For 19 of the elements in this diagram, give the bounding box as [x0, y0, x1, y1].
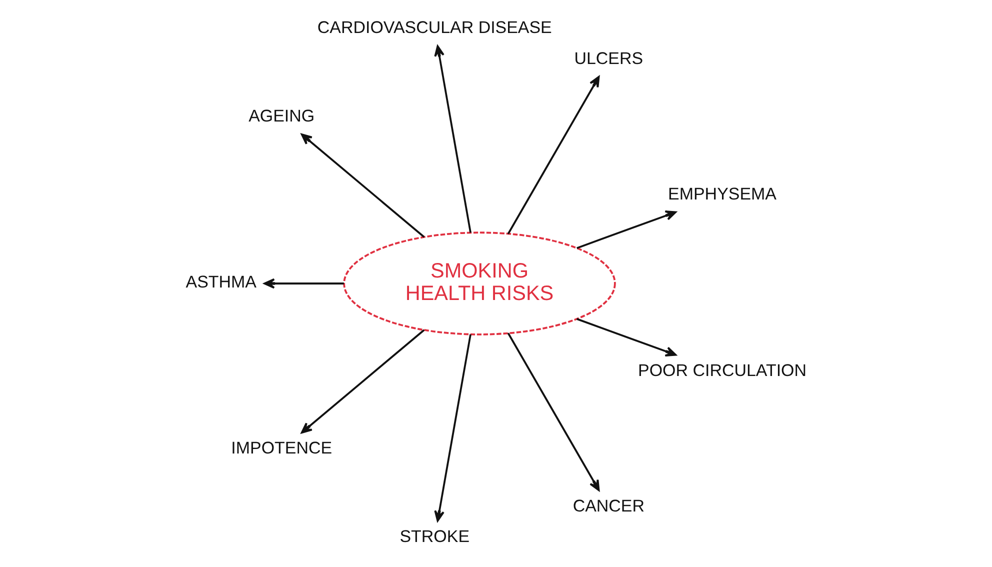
node-text: EMPHYSEMA — [668, 184, 776, 204]
arrow — [576, 318, 676, 357]
node-text: STROKE — [400, 527, 470, 546]
arrow — [507, 76, 600, 234]
node-text: AGEING — [248, 106, 315, 126]
node-text: CANCER — [572, 496, 644, 516]
arrow — [576, 210, 676, 249]
node-text: ASTHMA — [186, 272, 257, 292]
node-text: ULCERS — [574, 48, 644, 68]
node-text: CARDIOVASCULAR DISEASE — [317, 18, 552, 38]
arrow — [434, 334, 472, 522]
arrow — [264, 278, 344, 289]
node-ellipse: SMOKING HEALTH RISKS — [343, 232, 616, 336]
arrow — [507, 332, 600, 492]
arrow — [434, 45, 472, 233]
arrow — [300, 134, 425, 238]
node-text: POOR CIRCULATION — [638, 361, 806, 380]
node-text: IMPOTENCE — [231, 438, 332, 458]
arrow — [300, 329, 425, 434]
